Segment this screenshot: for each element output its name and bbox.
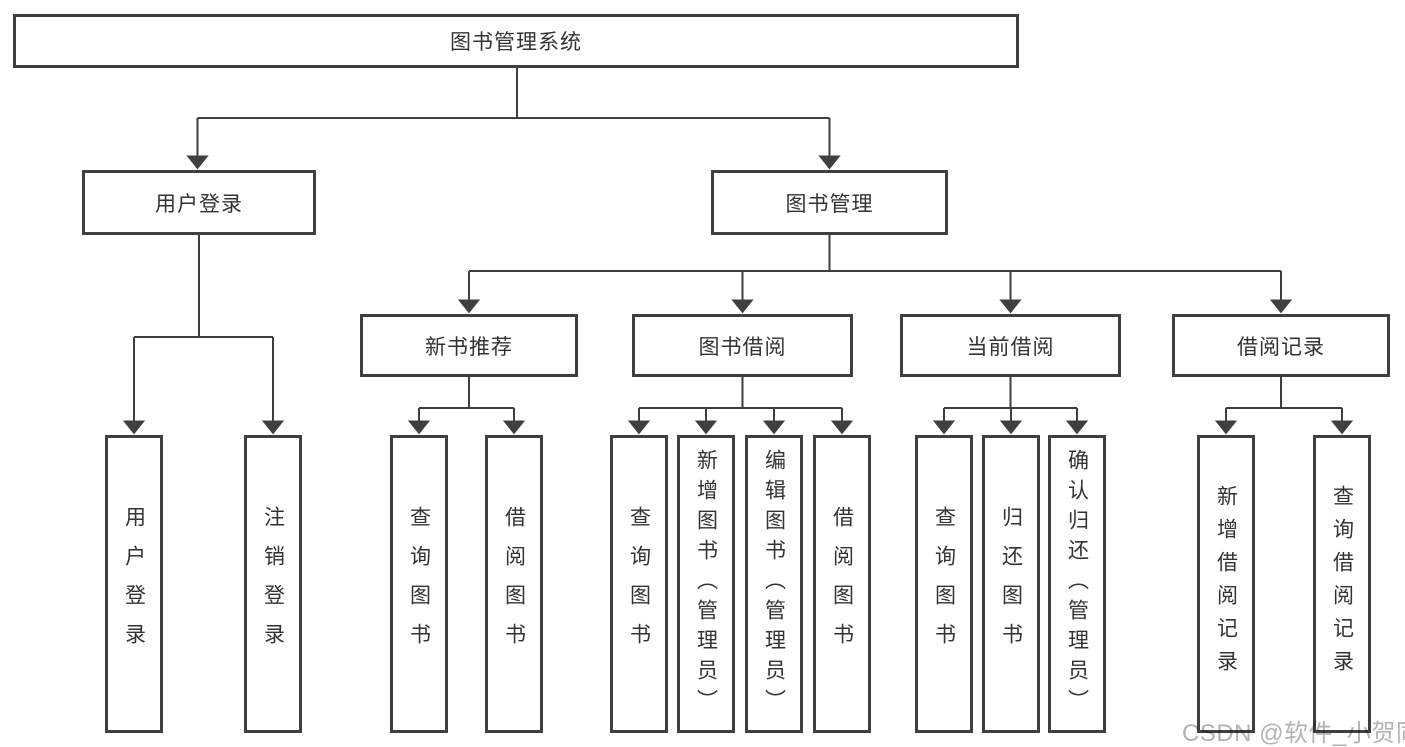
node-label: 注销登录 [261, 506, 285, 662]
node-book-borrow: 图书借阅 [632, 314, 853, 377]
node-leaf-add-borrow-record: 新增借阅记录 [1197, 435, 1255, 733]
node-leaf-borrow-books: 借阅图书 [813, 435, 871, 733]
node-label: 借阅图书 [502, 506, 526, 662]
node-leaf-confirm-return-admin: 确认归还（管理员） [1048, 435, 1106, 733]
node-label: 借阅图书 [830, 506, 854, 662]
node-label: 图书管理系统 [450, 31, 582, 54]
node-label: 查询图书 [407, 506, 431, 662]
node-label: 借阅记录 [1237, 335, 1325, 359]
node-label: 图书借阅 [698, 335, 787, 359]
node-new-book-recommend: 新书推荐 [360, 314, 578, 377]
node-leaf-add-books-admin: 新增图书（管理员） [677, 435, 735, 733]
node-label: 查询图书 [932, 506, 956, 662]
node-label: 确认归还（管理员） [1065, 449, 1089, 719]
node-user-login: 用户登录 [82, 170, 316, 235]
node-leaf-user-login: 用户登录 [105, 435, 163, 733]
node-label: 新增借阅记录 [1214, 485, 1238, 683]
node-leaf-edit-books-admin: 编辑图书（管理员） [745, 435, 803, 733]
node-label: 用户登录 [122, 506, 146, 662]
node-label: 图书管理 [785, 192, 874, 216]
node-leaf-query-books: 查询图书 [915, 435, 973, 733]
node-leaf-query-borrow-record: 查询借阅记录 [1313, 435, 1371, 733]
csdn-watermark: CSDN @软件_小贺同学 [1182, 720, 1405, 747]
node-label: 归还图书 [999, 506, 1023, 662]
node-label: 用户登录 [155, 192, 243, 216]
node-label: 新增图书（管理员） [694, 449, 718, 719]
node-borrow-record: 借阅记录 [1172, 314, 1390, 377]
node-label: 查询借阅记录 [1330, 485, 1354, 683]
node-label: 查询图书 [627, 506, 651, 662]
node-label: 编辑图书（管理员） [762, 449, 786, 719]
node-book-management: 图书管理 [711, 170, 948, 235]
node-label: 新书推荐 [425, 335, 513, 359]
node-leaf-borrow-books: 借阅图书 [485, 435, 543, 733]
node-current-borrow: 当前借阅 [900, 314, 1121, 377]
node-leaf-query-books: 查询图书 [610, 435, 668, 733]
node-library-management-system: 图书管理系统 [13, 14, 1019, 68]
node-leaf-logout: 注销登录 [244, 435, 302, 733]
node-leaf-query-books: 查询图书 [390, 435, 448, 733]
node-leaf-return-books: 归还图书 [982, 435, 1040, 733]
node-label: 当前借阅 [966, 335, 1055, 359]
